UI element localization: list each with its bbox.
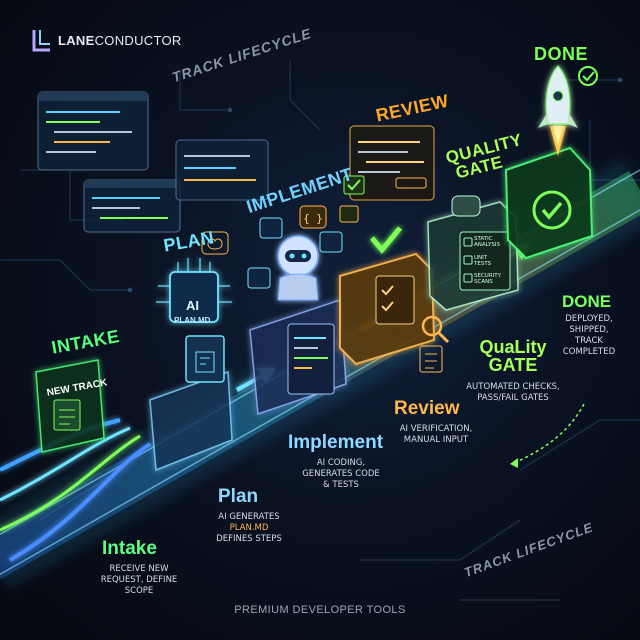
quality-check-2: UNIT TESTS — [474, 255, 492, 267]
laneconductor-logo-icon — [32, 30, 50, 52]
stage-label-plan: Plan — [218, 486, 259, 507]
stage-label-done: DONE — [562, 292, 612, 311]
quality-check-3: SECURITY SCANS — [474, 273, 501, 285]
robot-icon — [277, 235, 319, 301]
plan-box — [149, 335, 233, 472]
plan-desc-line-2: DEFINES STEPS — [216, 534, 282, 544]
magnifier-icon — [421, 315, 450, 344]
stage-label-review: Review — [394, 398, 460, 419]
intake-card — [35, 359, 105, 453]
plan-md-chip-label: PLAN.MD — [174, 316, 211, 325]
stage-label-intake: Intake — [102, 538, 157, 559]
plan-desc-line-1: AI GENERATES — [218, 512, 280, 522]
brain-icon — [201, 231, 229, 255]
stage-desc-review: AI VERIFICATION, MANUAL INPUT — [399, 424, 473, 445]
rocket-icon — [538, 65, 578, 156]
implement-box — [249, 298, 347, 416]
stage-top-done: DONE — [534, 44, 589, 64]
svg-text:{ }: { } — [303, 212, 323, 225]
ai-chip-icon — [156, 258, 232, 323]
stage-desc-implement: AI CODING, GENERATES CODE & TESTS — [302, 458, 380, 490]
stage-label-implement: Implement — [288, 432, 384, 453]
quality-gate-box — [427, 195, 519, 311]
code-window-2 — [83, 179, 181, 233]
done-box — [504, 146, 594, 260]
stage-label-quality: QuaLity GATE — [479, 337, 547, 375]
stage-desc-quality: AUTOMATED CHECKS, PASS/FAIL GATES — [466, 382, 560, 403]
stage-desc-done: DEPLOYED, SHIPPED, TRACK COMPLETED — [562, 314, 616, 357]
stage-desc-intake: RECEIVE NEW REQUEST, DEFINE SCOPE — [100, 564, 178, 596]
done-checkmark-icon — [578, 66, 598, 86]
html-code-icon — [247, 217, 343, 289]
checkbox-icon — [339, 175, 365, 223]
completion-arrow — [510, 403, 585, 468]
stage-desc-plan: AI GENERATES PLAN.MD DEFINES STEPS — [206, 512, 292, 545]
ai-chip-label: AI — [186, 298, 199, 313]
code-icon: { } — [299, 205, 327, 229]
plan-desc-file: PLAN.MD — [229, 523, 269, 533]
footer-tagline: PREMIUM DEVELOPER TOOLS — [234, 604, 406, 616]
checklist-icon — [419, 345, 443, 373]
quality-check-icons — [463, 237, 473, 283]
review-box — [339, 226, 436, 366]
code-window-1 — [37, 91, 149, 171]
review-code-window — [349, 125, 435, 201]
quality-check-1: STATIC ANALYSIS — [474, 236, 500, 248]
brand-name: LANECONDUCTOR — [58, 33, 182, 48]
code-window-3 — [175, 139, 269, 201]
review-checkmark-icon — [370, 226, 402, 254]
